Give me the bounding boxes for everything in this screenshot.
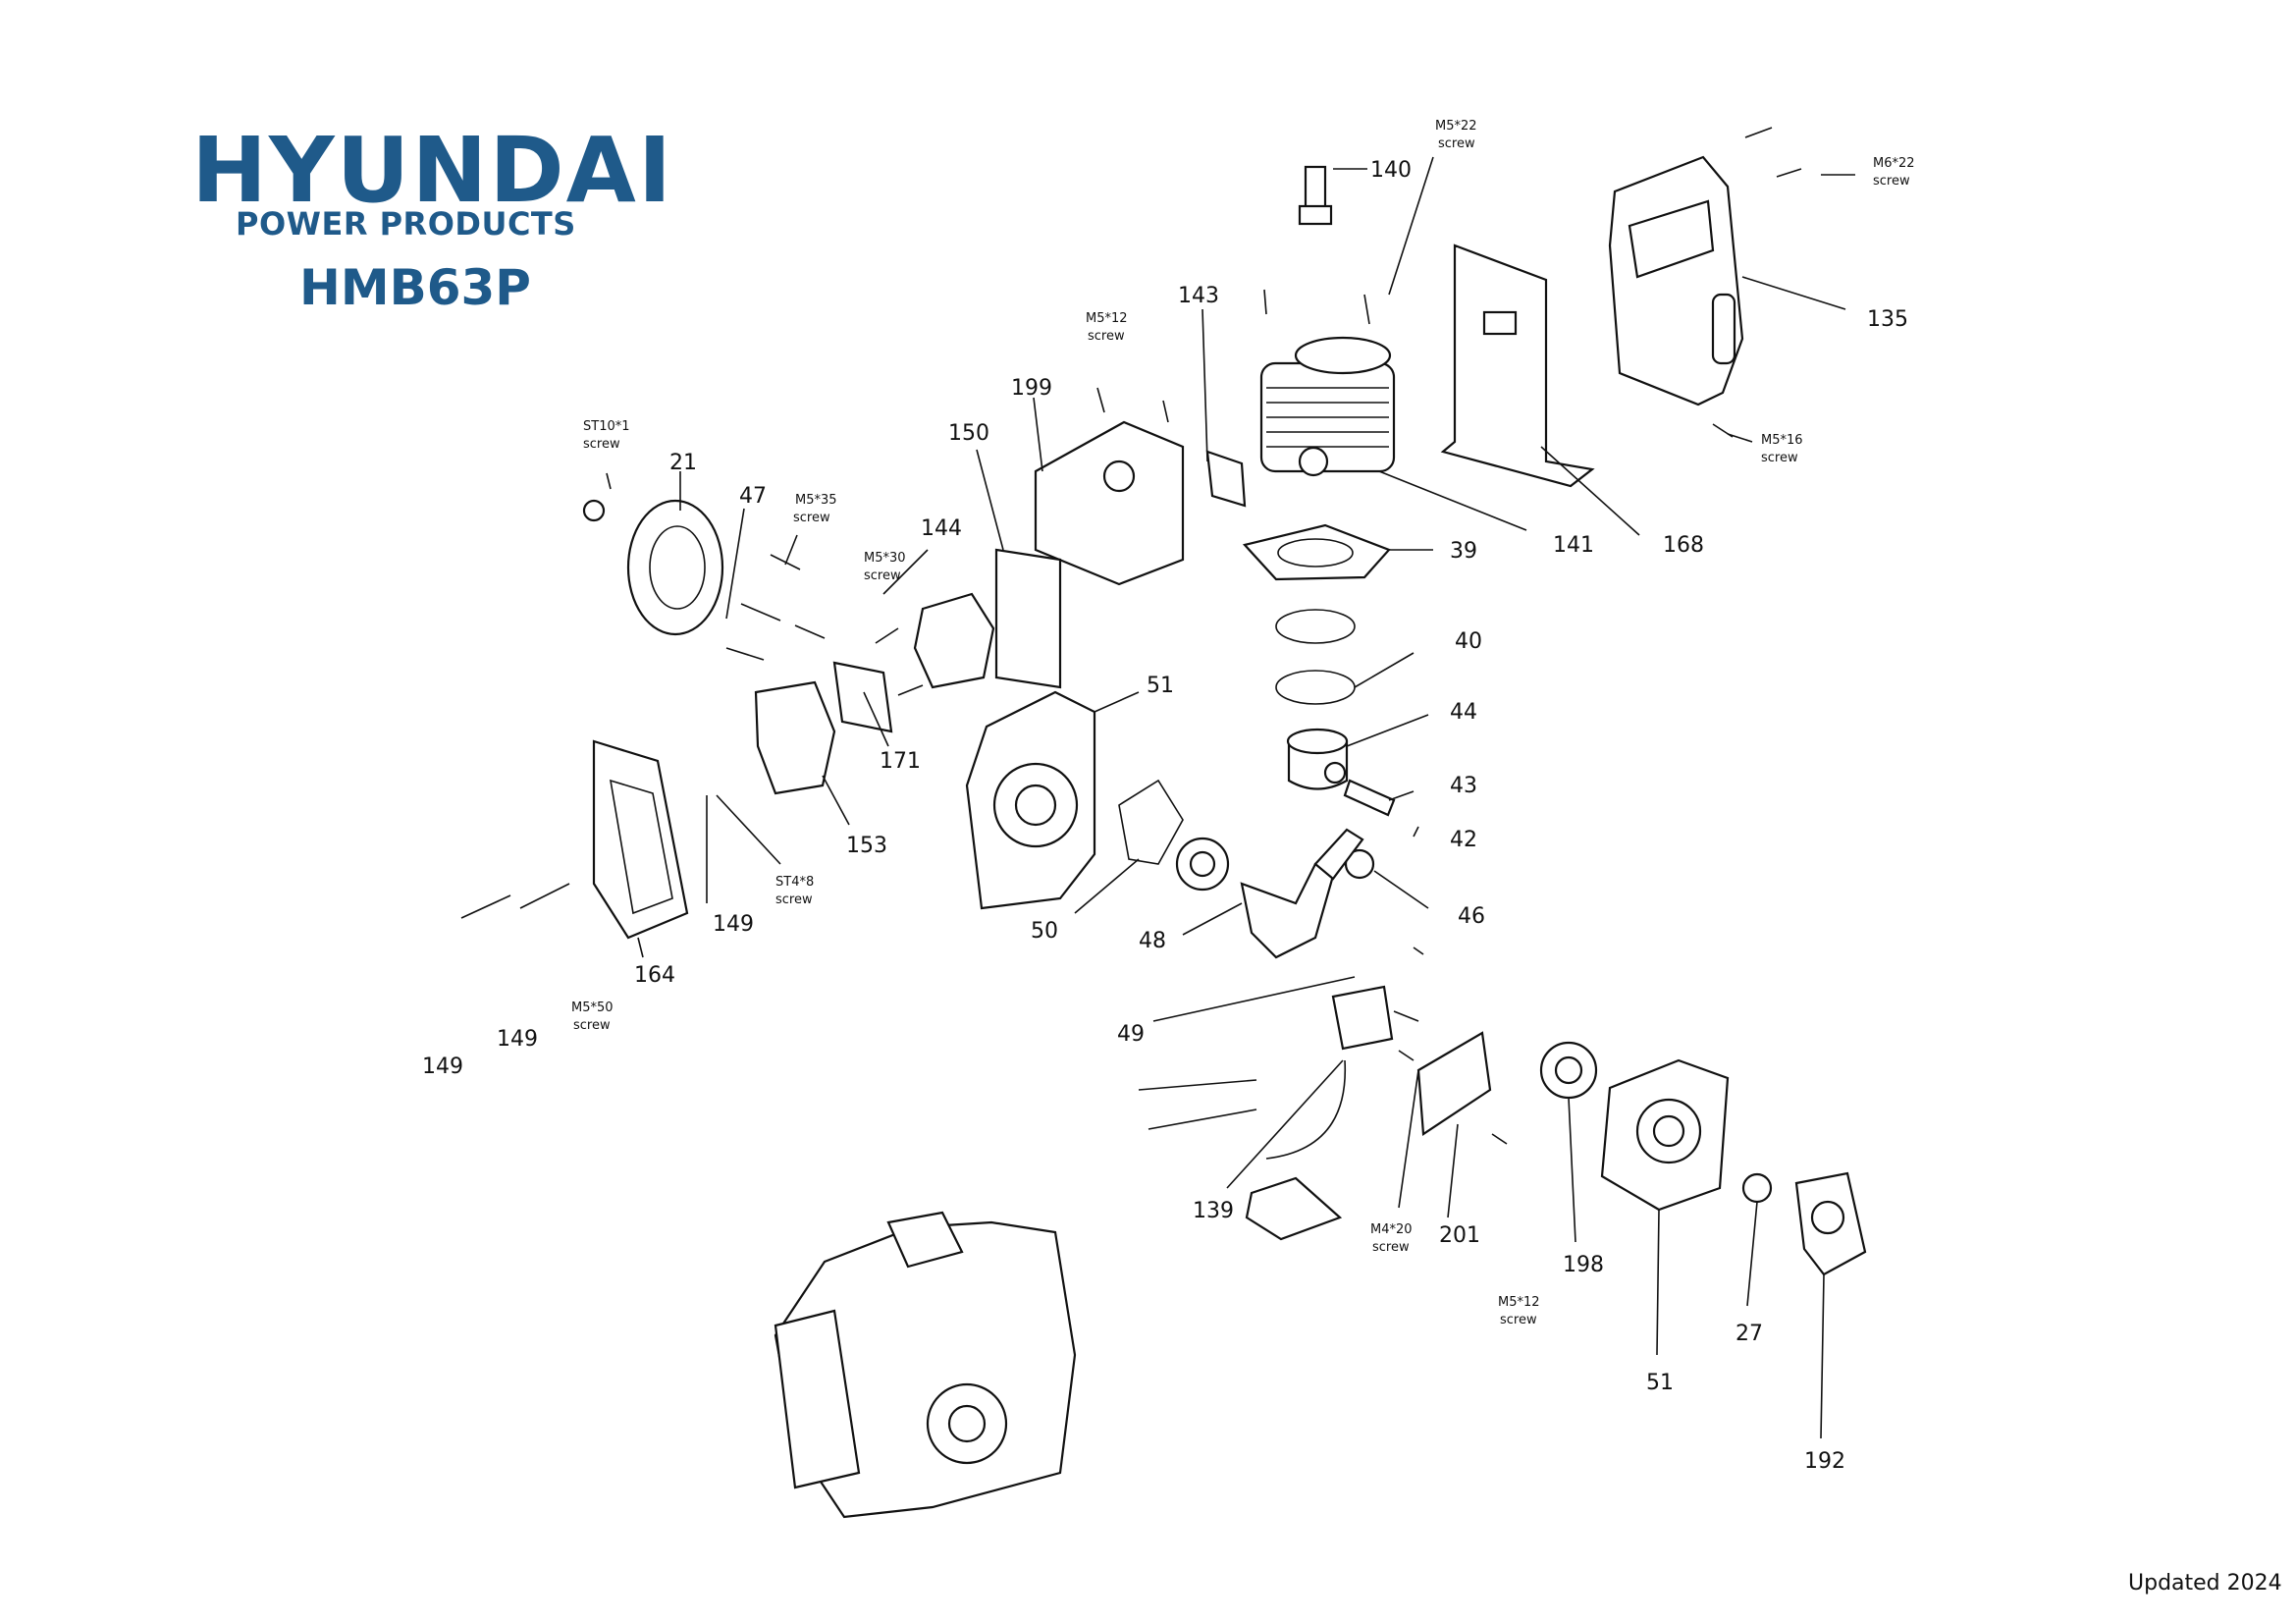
part-label-149-mid: 149 <box>713 912 754 937</box>
part-label-21: 21 <box>669 451 697 475</box>
screw-word-m5x16: screw <box>1761 451 1798 465</box>
part-label-42: 42 <box>1450 828 1477 852</box>
part-label-141: 141 <box>1553 533 1594 558</box>
screw-label-m5x12-bottom: M5*12 <box>1498 1295 1540 1310</box>
part-label-198: 198 <box>1563 1253 1604 1277</box>
part-label-51-upper: 51 <box>1147 674 1174 698</box>
part-label-149-lower: 149 <box>497 1027 538 1052</box>
screw-word-m5x22: screw <box>1438 136 1475 151</box>
screw-label-m5x22: M5*22 <box>1435 119 1477 134</box>
part-label-48: 48 <box>1139 929 1166 953</box>
screw-label-m4x20: M4*20 <box>1370 1222 1413 1237</box>
screw-word-m5x30: screw <box>864 568 901 583</box>
diagram-drawing <box>460 127 1867 1519</box>
part-label-144: 144 <box>921 516 962 541</box>
part-label-40: 40 <box>1455 629 1482 654</box>
part-label-27: 27 <box>1735 1322 1763 1346</box>
brand-name: HYUNDAI <box>191 118 674 223</box>
part-label-171: 171 <box>880 749 921 774</box>
part-label-168: 168 <box>1663 533 1704 558</box>
part-label-135: 135 <box>1867 307 1908 332</box>
part-label-153: 153 <box>846 834 887 858</box>
part-label-192: 192 <box>1804 1449 1845 1474</box>
screw-label-m5x35: M5*35 <box>795 493 837 508</box>
part-label-46: 46 <box>1458 904 1485 929</box>
part-label-140: 140 <box>1370 158 1412 183</box>
screw-label-m6x22: M6*22 <box>1873 156 1915 171</box>
screw-label-m5x30: M5*30 <box>864 551 906 566</box>
part-label-139: 139 <box>1193 1199 1234 1223</box>
part-label-39: 39 <box>1450 539 1477 564</box>
updated-note: Updated 2024 <box>2128 1571 2282 1596</box>
screw-label-m5x12-top: M5*12 <box>1086 311 1128 326</box>
part-label-150: 150 <box>948 421 989 446</box>
screw-label-st10x1: ST10*1 <box>583 419 630 434</box>
part-label-50: 50 <box>1031 919 1058 944</box>
part-label-44: 44 <box>1450 700 1477 725</box>
part-label-43: 43 <box>1450 774 1477 798</box>
part-label-51-lower: 51 <box>1646 1371 1674 1395</box>
screw-word-m4x20: screw <box>1372 1240 1410 1255</box>
part-label-47: 47 <box>739 484 767 509</box>
part-label-201: 201 <box>1439 1223 1480 1248</box>
screw-label-st4x8: ST4*8 <box>775 875 814 890</box>
screw-label-m5x50: M5*50 <box>571 1001 614 1015</box>
part-label-143: 143 <box>1178 284 1219 308</box>
screw-word-st4x8: screw <box>775 893 813 907</box>
screw-word-st10x1: screw <box>583 437 620 452</box>
part-label-149-left: 149 <box>422 1055 463 1079</box>
part-number-labels: 140 143 199 150 21 47 144 135 141 168 39… <box>422 158 1908 1474</box>
screw-word-m5x12-bottom: screw <box>1500 1313 1537 1327</box>
brand-subtitle: POWER PRODUCTS <box>236 205 576 243</box>
screw-label-m5x16: M5*16 <box>1761 433 1803 448</box>
part-label-199: 199 <box>1011 376 1052 401</box>
screw-callouts: M5*22 screw M6*22 screw M5*12 screw ST10… <box>571 119 1915 1327</box>
part-label-164: 164 <box>634 963 675 988</box>
screw-word-m5x12-top: screw <box>1088 329 1125 344</box>
screw-word-m5x35: screw <box>793 511 830 525</box>
part-label-49: 49 <box>1117 1022 1145 1047</box>
screw-word-m6x22: screw <box>1873 174 1910 189</box>
model-name: HMB63P <box>299 259 531 316</box>
screw-word-m5x50: screw <box>573 1018 611 1033</box>
